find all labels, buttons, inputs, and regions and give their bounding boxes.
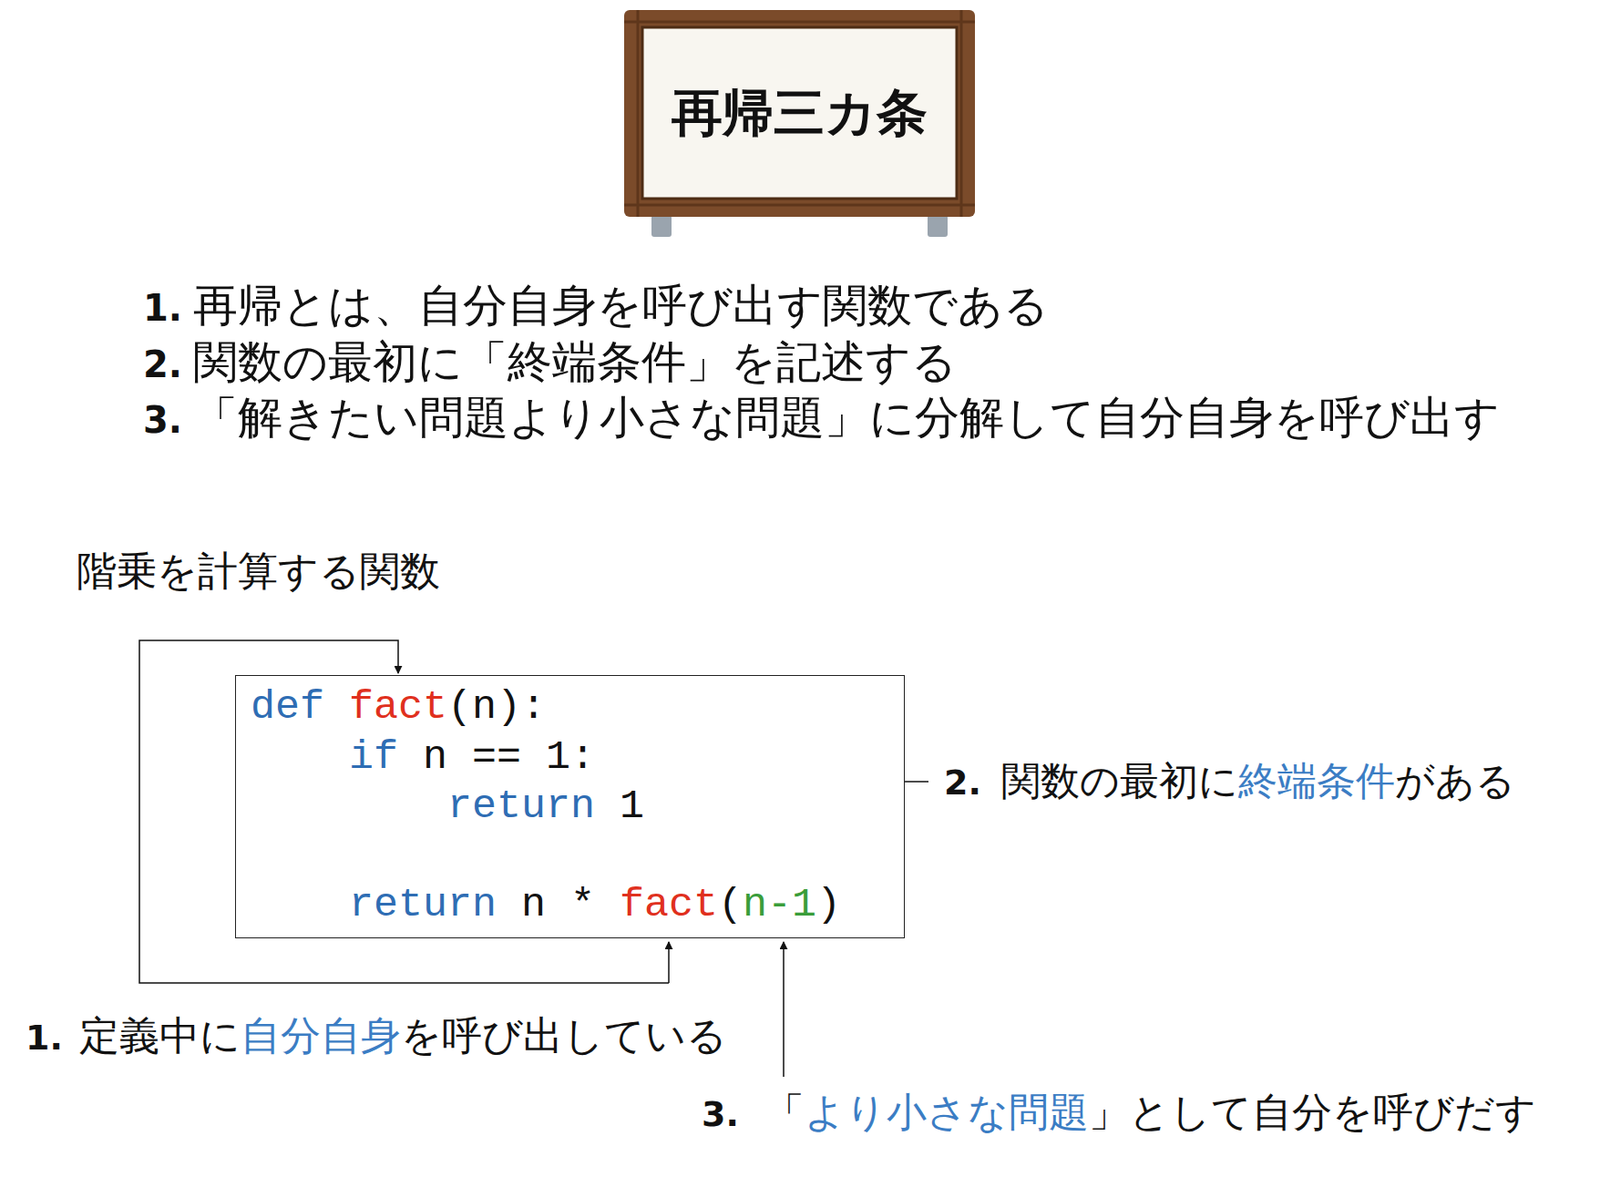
section-heading: 階乗を計算する関数 bbox=[76, 544, 441, 599]
callout-text: 関数の最初に bbox=[1001, 755, 1239, 809]
code-box: deffact(n):ifn == 1:return1returnn *fact… bbox=[235, 675, 905, 939]
code-keyword: if bbox=[348, 733, 399, 783]
rule-text: 再帰とは、自分自身を呼び出す関数である bbox=[193, 276, 1049, 337]
title-text: 再帰三カ条 bbox=[671, 82, 928, 144]
code-text: 1 bbox=[619, 782, 645, 832]
label-row: 1.再帰とは、自分自身を呼び出す関数である bbox=[143, 276, 1049, 337]
callout-number: 1. bbox=[25, 1017, 63, 1058]
callout-text: 」として自分を呼びだす bbox=[1088, 1086, 1537, 1140]
recursion-loop-start bbox=[667, 942, 670, 984]
code-keyword: return bbox=[348, 881, 497, 931]
rule-number: 3. bbox=[143, 399, 183, 442]
callout-text: 定義中に bbox=[79, 1009, 241, 1064]
leader-arrow bbox=[782, 942, 785, 1077]
callout-number: 3. bbox=[701, 1094, 739, 1135]
function-name: fact bbox=[348, 683, 448, 733]
code-text: (n): bbox=[447, 683, 546, 733]
rule-number: 1. bbox=[143, 287, 183, 329]
board-face bbox=[642, 27, 957, 199]
callout-text: がある bbox=[1394, 755, 1516, 809]
board-grain bbox=[624, 10, 975, 217]
label-row: 階乗を計算する関数 bbox=[76, 544, 441, 599]
function-name: fact bbox=[619, 881, 718, 931]
label-row: 3.「解きたい問題より小さな問題」に分解して自分自身を呼び出す bbox=[143, 388, 1500, 449]
callout-highlight: より小さな問題 bbox=[804, 1086, 1089, 1140]
callout-highlight: 自分自身 bbox=[240, 1009, 401, 1064]
rule-text: 関数の最初に「終端条件」を記述する bbox=[193, 332, 957, 393]
label-row: 3. 「より小さな問題」として自分を呼びだす bbox=[701, 1086, 1537, 1140]
callout-highlight: 終端条件 bbox=[1238, 755, 1395, 809]
code-keyword: def bbox=[250, 683, 325, 733]
rule-number: 2. bbox=[143, 343, 183, 386]
callout-text: 「 bbox=[764, 1086, 805, 1140]
code-text: ) bbox=[816, 881, 842, 931]
code-text: n * bbox=[521, 881, 595, 931]
code-argument: n-1 bbox=[742, 881, 817, 931]
code-keyword: return bbox=[447, 782, 595, 832]
label-row: 2.関数の最初に「終端条件」を記述する bbox=[143, 332, 957, 393]
label-row: 2. 関数の最初に終端条件がある bbox=[943, 755, 1516, 809]
label-row: 1. 定義中に自分自身を呼び出している bbox=[25, 1009, 728, 1064]
rule-text: 「解きたい問題より小さな問題」に分解して自分自身を呼び出す bbox=[193, 388, 1500, 449]
code-text: ( bbox=[717, 881, 743, 931]
board-frame bbox=[624, 10, 975, 217]
callout-number: 2. bbox=[943, 762, 982, 803]
callout-text: を呼び出している bbox=[400, 1009, 728, 1064]
code-text: n == 1: bbox=[422, 733, 595, 783]
